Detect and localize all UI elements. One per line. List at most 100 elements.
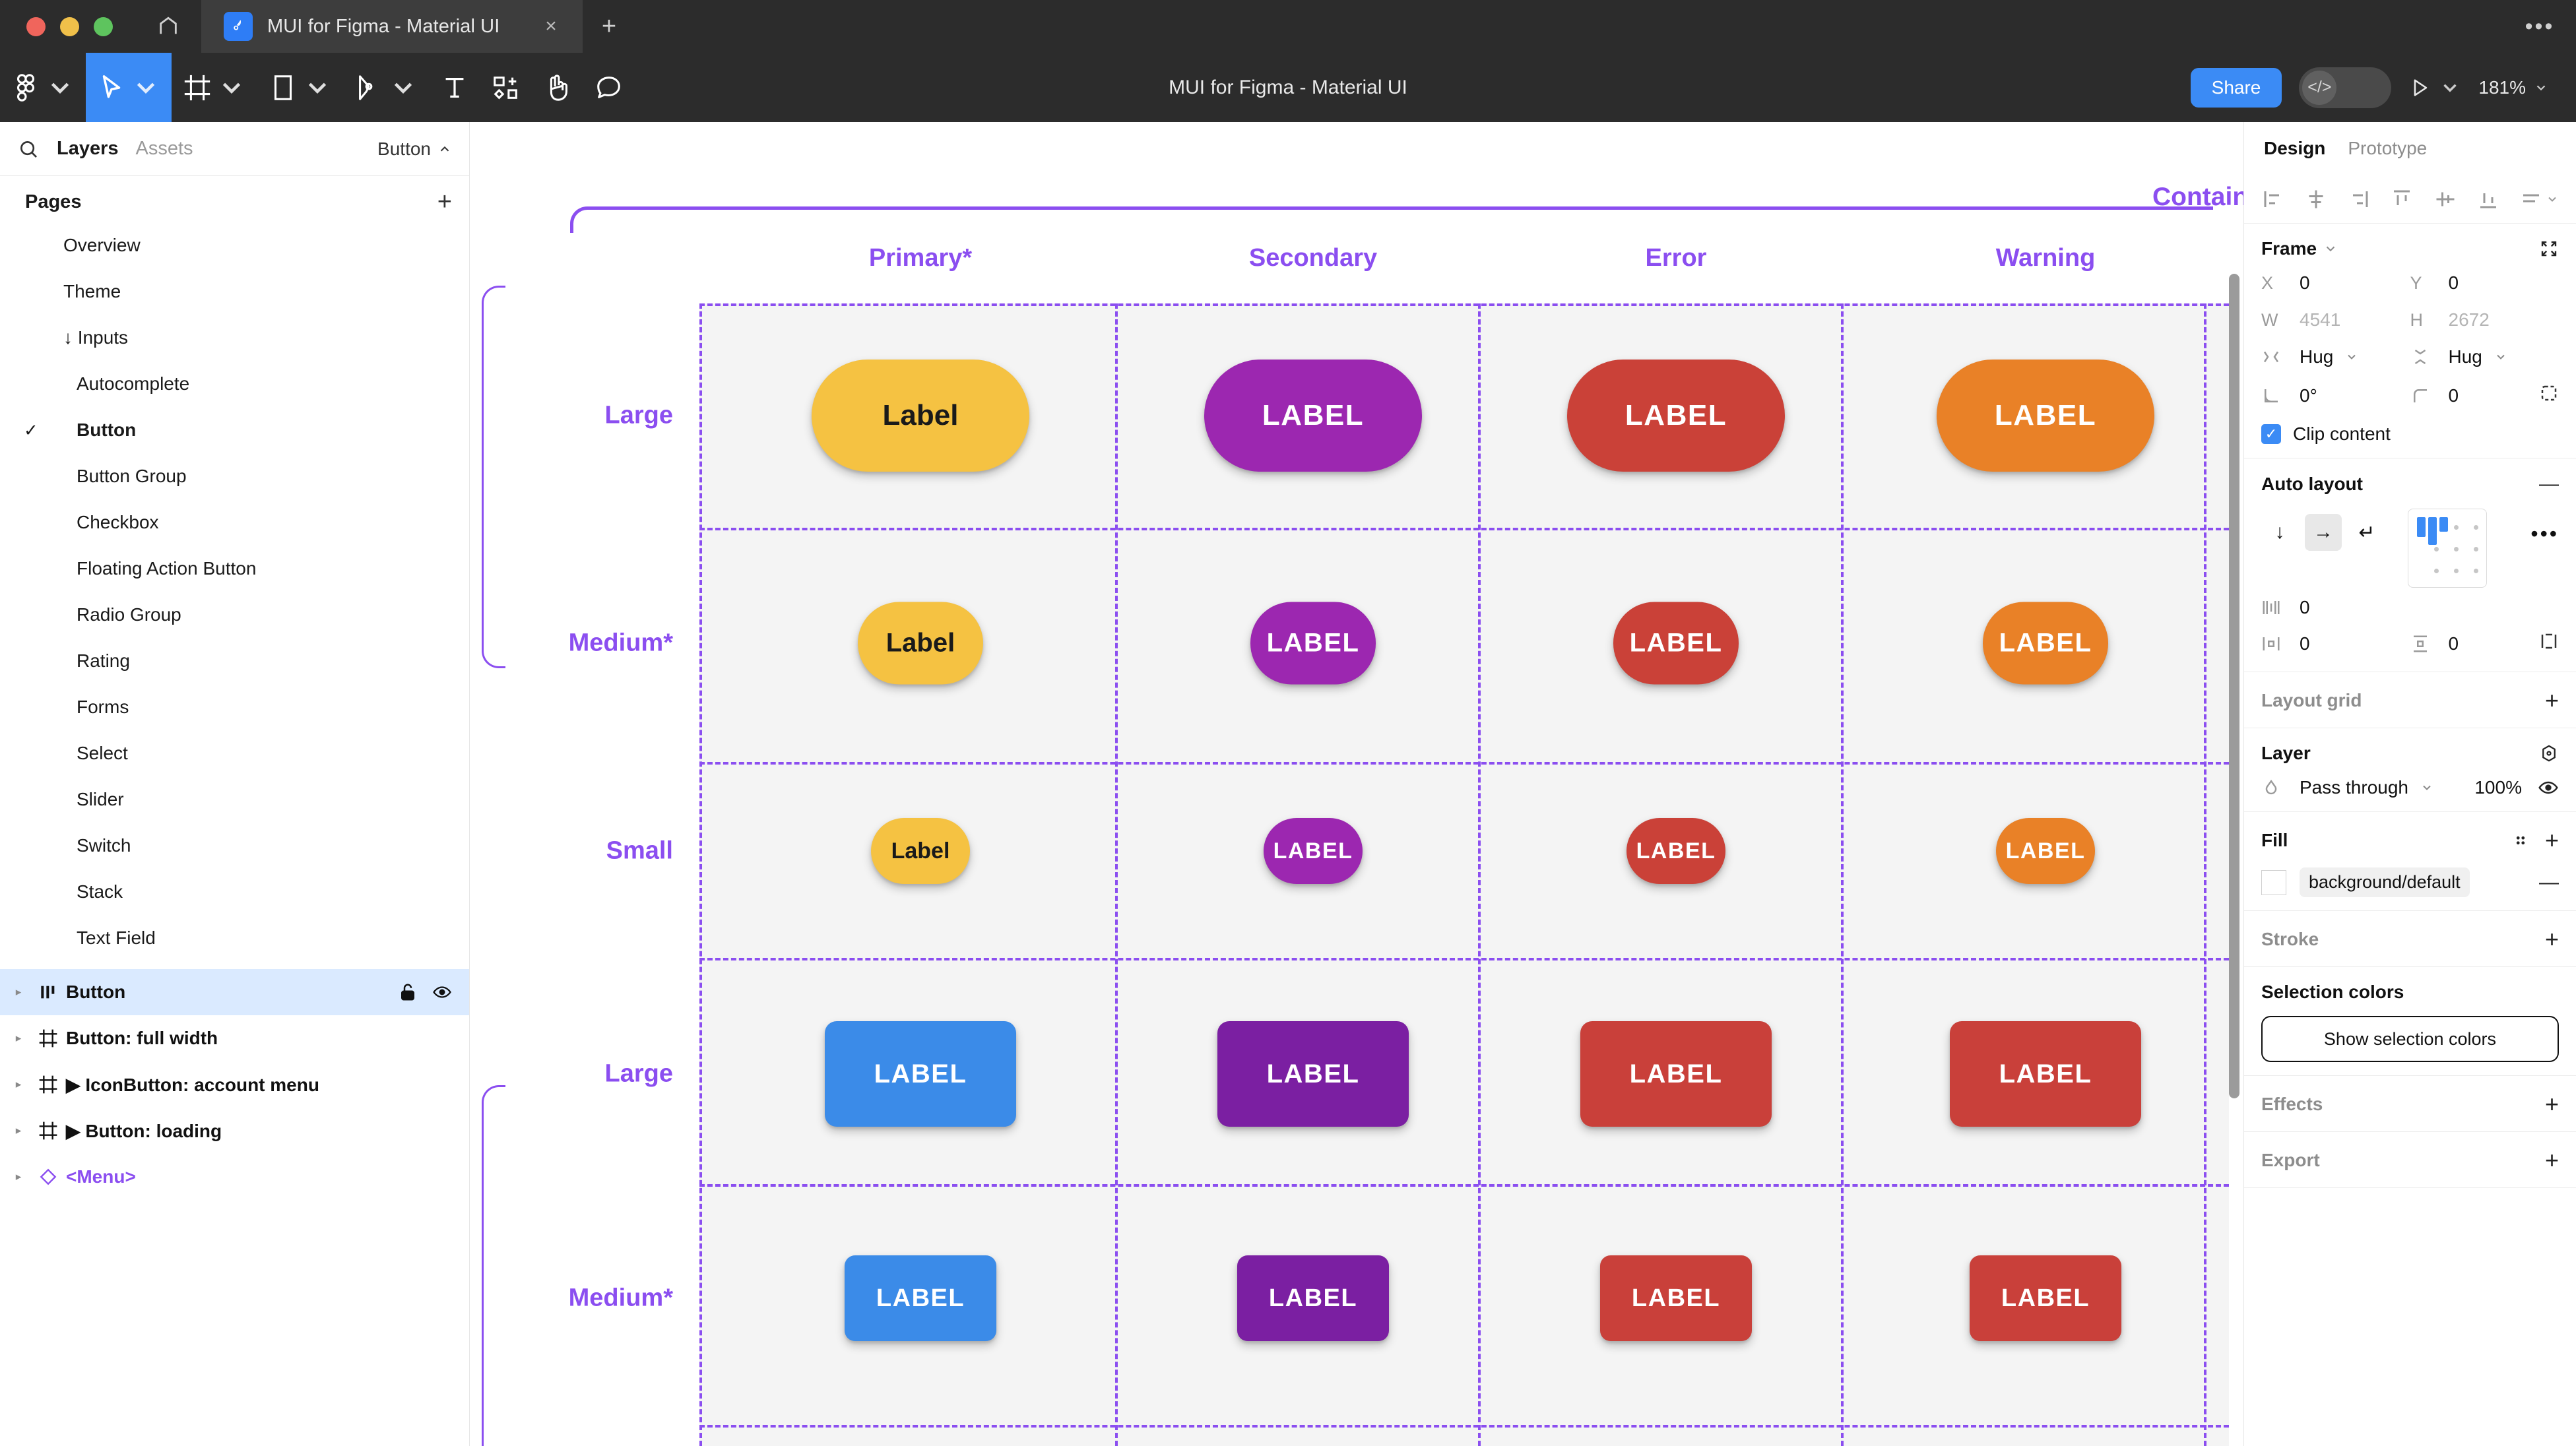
page-item-switch[interactable]: Switch <box>0 823 469 869</box>
figma-menu-button[interactable] <box>0 53 86 122</box>
actions-tool-button[interactable] <box>480 53 532 122</box>
button-sample[interactable]: LABEL <box>1204 360 1422 472</box>
browser-tab[interactable]: MUI for Figma - Material UI × <box>201 0 583 53</box>
blend-mode-field[interactable]: Pass through <box>2261 777 2440 798</box>
layer-settings-button[interactable] <box>2539 743 2559 763</box>
home-button[interactable] <box>135 0 201 53</box>
page-item-inputs[interactable]: ↓ Inputs <box>0 315 469 361</box>
auto-layout-more-button[interactable]: ••• <box>2530 522 2559 546</box>
page-item-forms[interactable]: Forms <box>0 684 469 730</box>
search-icon[interactable] <box>17 138 40 160</box>
chevron-down-icon[interactable] <box>2323 241 2338 256</box>
frame-horizontal-resize-field[interactable]: Hug <box>2261 346 2410 367</box>
browser-overflow-menu-button[interactable]: ••• <box>2525 13 2555 39</box>
button-sample[interactable]: LABEL <box>1983 602 2108 685</box>
padding-vertical-field[interactable]: 0 <box>2410 631 2560 656</box>
page-item-radio-group[interactable]: Radio Group <box>0 592 469 638</box>
button-sample[interactable]: LABEL <box>1237 1255 1389 1341</box>
shape-tool-button[interactable] <box>257 53 343 122</box>
button-sample[interactable]: LABEL <box>1613 602 1739 685</box>
minimize-window-button[interactable] <box>60 16 79 36</box>
layer-expand-caret-icon[interactable]: ▸ <box>15 1032 22 1044</box>
maximize-window-button[interactable] <box>94 16 113 36</box>
button-sample[interactable]: LABEL <box>1264 818 1363 884</box>
direction-vertical-button[interactable]: ↓ <box>2274 521 2285 543</box>
show-selection-colors-button[interactable]: Show selection colors <box>2261 1016 2559 1062</box>
page-item-rating[interactable]: Rating <box>0 638 469 684</box>
canvas-scrollbar[interactable] <box>2229 274 2239 1098</box>
page-item-select[interactable]: Select <box>0 730 469 776</box>
button-sample[interactable]: Label <box>871 818 970 884</box>
clip-content-checkbox[interactable]: ✓ Clip content <box>2261 424 2559 445</box>
align-top-icon[interactable] <box>2390 187 2414 211</box>
layer-row[interactable]: ▸▶ Button: loading <box>0 1108 469 1154</box>
frame-rotation-field[interactable]: 0° <box>2261 385 2410 406</box>
layer-row[interactable]: ▸Button <box>0 969 469 1015</box>
add-fill-button[interactable]: + <box>2544 827 2559 854</box>
dev-mode-toggle[interactable]: </> <box>2299 67 2392 108</box>
fill-color-swatch[interactable] <box>2261 869 2286 895</box>
distribute-icon[interactable] <box>2519 187 2559 211</box>
button-sample[interactable]: LABEL <box>1250 602 1376 685</box>
layer-expand-caret-icon[interactable]: ▸ <box>15 986 22 998</box>
add-export-button[interactable]: + <box>2544 1147 2559 1174</box>
add-layout-grid-button[interactable]: + <box>2544 687 2559 714</box>
layer-expand-caret-icon[interactable]: ▸ <box>15 1170 22 1183</box>
close-window-button[interactable] <box>26 16 46 36</box>
opacity-field[interactable]: 100% <box>2440 777 2559 798</box>
align-left-icon[interactable] <box>2261 187 2285 211</box>
page-item-floating-action-button[interactable]: Floating Action Button <box>0 546 469 592</box>
present-button[interactable] <box>2408 77 2461 99</box>
button-sample[interactable]: LABEL <box>845 1255 996 1341</box>
add-stroke-button[interactable]: + <box>2544 926 2559 953</box>
tab-layers[interactable]: Layers <box>57 138 119 159</box>
remove-auto-layout-button[interactable]: — <box>2539 473 2559 495</box>
layer-row[interactable]: ▸Button: full width <box>0 1015 469 1061</box>
tab-assets[interactable]: Assets <box>135 138 193 159</box>
individual-padding-button[interactable] <box>2539 631 2559 656</box>
share-button[interactable]: Share <box>2190 67 2282 108</box>
pen-tool-button[interactable] <box>343 53 429 122</box>
layer-expand-caret-icon[interactable]: ▸ <box>15 1078 22 1090</box>
move-tool-button[interactable] <box>86 53 172 122</box>
page-item-text-field[interactable]: Text Field <box>0 915 469 961</box>
fill-style-name[interactable]: background/default <box>2300 867 2470 897</box>
frame-tool-button[interactable] <box>172 53 257 122</box>
frame-vertical-resize-field[interactable]: Hug <box>2410 346 2560 367</box>
text-tool-button[interactable] <box>429 53 480 122</box>
align-bottom-icon[interactable] <box>2476 187 2500 211</box>
page-item-autocomplete[interactable]: Autocomplete <box>0 361 469 407</box>
page-item-slider[interactable]: Slider <box>0 776 469 823</box>
align-right-icon[interactable] <box>2347 187 2371 211</box>
comment-tool-button[interactable] <box>583 53 635 122</box>
button-sample[interactable]: LABEL <box>1217 1021 1409 1127</box>
align-vertical-center-icon[interactable] <box>2433 187 2457 211</box>
close-tab-button[interactable]: × <box>545 15 557 37</box>
eye-icon[interactable] <box>432 982 452 1002</box>
button-sample[interactable]: LABEL <box>1970 1255 2121 1341</box>
padding-horizontal-field[interactable]: 0 <box>2261 633 2410 654</box>
tab-prototype[interactable]: Prototype <box>2348 138 2428 158</box>
button-sample[interactable]: LABEL <box>1950 1021 2141 1127</box>
add-page-button[interactable]: + <box>437 188 452 216</box>
page-item-theme[interactable]: Theme <box>0 268 469 315</box>
direction-horizontal-button[interactable]: → <box>2305 514 2342 551</box>
new-tab-button[interactable]: + <box>601 12 617 40</box>
direction-wrap-button[interactable]: ↵ <box>2358 521 2375 544</box>
page-item-button[interactable]: ✓Button <box>0 407 469 453</box>
auto-layout-gap-field[interactable]: 0 <box>2261 597 2410 618</box>
button-sample[interactable]: Label <box>812 360 1029 472</box>
button-sample[interactable]: LABEL <box>1567 360 1785 472</box>
button-sample[interactable]: LABEL <box>1626 818 1725 884</box>
layer-expand-caret-icon[interactable]: ▸ <box>15 1124 22 1137</box>
design-canvas[interactable]: Contained Primary*SecondaryErrorWarning … <box>470 122 2243 1446</box>
page-item-overview[interactable]: Overview <box>0 222 469 268</box>
fill-styles-icon[interactable] <box>2511 831 2530 850</box>
page-item-checkbox[interactable]: Checkbox <box>0 499 469 546</box>
button-sample[interactable]: Label <box>858 602 983 685</box>
page-selector[interactable]: Button <box>377 139 452 160</box>
align-horizontal-center-icon[interactable] <box>2304 187 2328 211</box>
unlock-icon[interactable] <box>398 982 418 1002</box>
